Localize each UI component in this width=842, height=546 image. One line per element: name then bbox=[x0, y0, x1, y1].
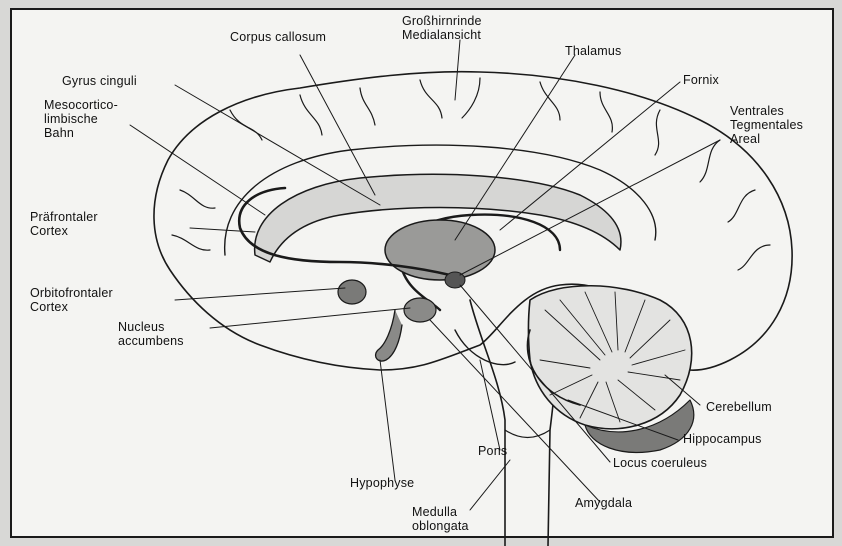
label-cerebellum: Cerebellum bbox=[706, 400, 772, 414]
label-fornix: Fornix bbox=[683, 73, 719, 87]
cortex-outline bbox=[154, 72, 792, 370]
label-hypophyse: Hypophyse bbox=[350, 476, 414, 490]
label-hippocampus: Hippocampus bbox=[683, 432, 762, 446]
thalamus-body bbox=[385, 220, 495, 280]
hypophyse-stalk bbox=[376, 310, 402, 361]
label-mesocorticolimbische-bahn: Mesocortico- limbische Bahn bbox=[44, 98, 118, 140]
label-pons: Pons bbox=[478, 444, 507, 458]
label-nucleus-accumbens: Nucleus accumbens bbox=[118, 320, 184, 348]
label-grosshirnrinde: Großhirnrinde Medialansicht bbox=[402, 14, 482, 42]
label-medulla-oblongata: Medulla oblongata bbox=[412, 505, 469, 533]
label-orbitofrontaler-cortex: Orbitofrontaler Cortex bbox=[30, 286, 113, 314]
label-ventrales-tegmentales-areal: Ventrales Tegmentales Areal bbox=[730, 104, 803, 146]
label-amygdala: Amygdala bbox=[575, 496, 632, 510]
label-thalamus: Thalamus bbox=[565, 44, 621, 58]
label-corpus-callosum: Corpus callosum bbox=[230, 30, 326, 44]
label-locus-coeruleus: Locus coeruleus bbox=[613, 456, 707, 470]
label-praefrontaler-cortex: Präfrontaler Cortex bbox=[30, 210, 98, 238]
label-gyrus-cinguli: Gyrus cinguli bbox=[62, 74, 137, 88]
